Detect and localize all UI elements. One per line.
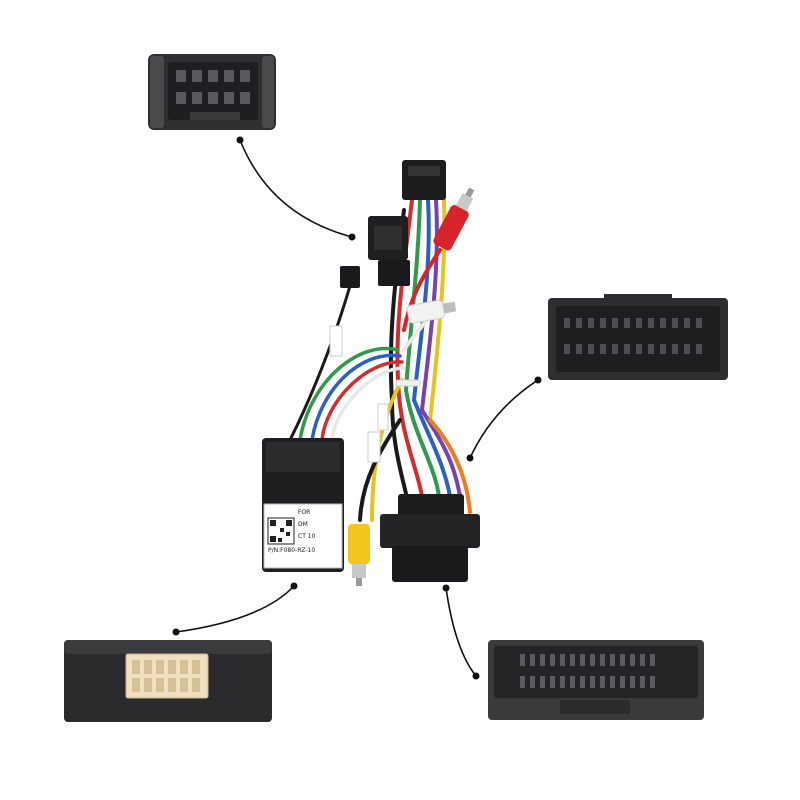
connector-right: [548, 294, 728, 380]
qr-code: [267, 517, 295, 545]
connector-top-left: [148, 54, 276, 130]
callout-dot: [172, 628, 180, 636]
callout-dot: [466, 454, 474, 462]
rca-plug-red: [433, 187, 475, 251]
callout-line-right: [469, 379, 539, 459]
callout-dot: [348, 233, 356, 241]
label-line3: DM: [298, 521, 308, 528]
wire-tag: [377, 403, 389, 431]
label-line4: CT 10: [298, 533, 316, 540]
callout-dot: [534, 376, 542, 384]
label-line2: P/N:F080-RZ-10: [268, 547, 315, 554]
rca-plug-white: [406, 299, 457, 324]
connector-top: [402, 160, 446, 200]
callout-dot: [442, 584, 450, 592]
callout-dot: [472, 672, 480, 680]
callout-line-top-left: [239, 139, 353, 238]
callout-dot: [236, 136, 244, 144]
wire-tie: [395, 379, 421, 387]
callout-line-bottom-right: [445, 587, 477, 677]
connector-main: [380, 494, 480, 582]
label-line1: FOR: [298, 509, 310, 516]
wire-tag: [367, 431, 381, 463]
callout-line-bottom-left: [175, 585, 295, 633]
wire-tag: [329, 325, 343, 357]
connector-bottom-right: [488, 640, 704, 720]
module-bottom-left: [64, 640, 272, 722]
callout-dot: [290, 582, 298, 590]
connector-square: [368, 216, 410, 286]
rca-plug-yellow: [348, 524, 370, 586]
decoder-module: FOR P/N:F080-RZ-10 DM CT 10: [262, 438, 344, 572]
connector-small: [340, 266, 360, 288]
